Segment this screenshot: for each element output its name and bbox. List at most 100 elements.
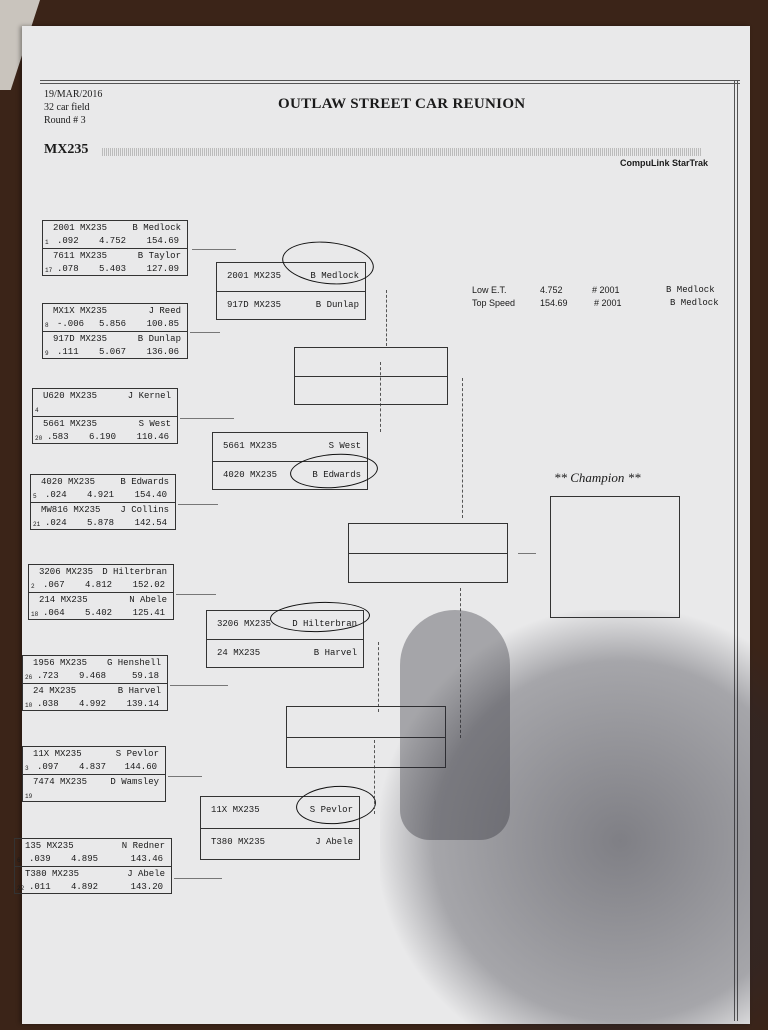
- semifinal-box-2: [286, 706, 446, 768]
- reaction-time: -.006: [57, 319, 85, 329]
- bracket-line: [176, 594, 216, 595]
- elapsed-time: 5.402: [85, 608, 113, 618]
- speed-mph: 139.14: [126, 699, 159, 709]
- reaction-time: .092: [57, 236, 79, 246]
- lane-top: 3206 MX235 D Hilterbran: [207, 611, 363, 640]
- semifinal-box-1: [294, 347, 448, 405]
- car-number: 11X MX235: [211, 805, 260, 815]
- round2-pair-3: 3206 MX235 D Hilterbran 24 MX235 B Harvel: [206, 610, 364, 668]
- bracket-dash: [462, 378, 463, 518]
- car-number: 24 MX235: [33, 686, 77, 696]
- event-title: OUTLAW STREET CAR REUNION: [278, 96, 526, 112]
- driver-name: S West: [138, 419, 171, 429]
- lane-number: 2: [31, 583, 35, 590]
- reaction-time: .039: [29, 854, 51, 864]
- driver-name: B Medlock: [310, 271, 359, 281]
- bracket-line: [174, 878, 222, 879]
- bracket-dash: [460, 588, 461, 738]
- bracket-line: [170, 685, 228, 686]
- elapsed-time: 5.878: [87, 518, 115, 528]
- top-speed-driver: B Medlock: [670, 298, 719, 308]
- speed-mph: 59.18: [131, 671, 159, 681]
- bracket-dash: [380, 362, 381, 432]
- elapsed-time: 6.190: [89, 432, 117, 442]
- driver-name: G Henshell: [106, 658, 161, 668]
- speed-mph: 100.85: [146, 319, 179, 329]
- driver-name: B Dunlap: [137, 334, 181, 344]
- reaction-time: .723: [37, 671, 59, 681]
- lane-top: 11X MX235 S Pevlor: [201, 797, 359, 826]
- lane-divider: [349, 553, 507, 554]
- field-size: 32 car field: [44, 102, 90, 113]
- car-number: 3206 MX235: [217, 619, 272, 629]
- lane-number: 6: [17, 857, 21, 864]
- speed-mph: 143.20: [130, 882, 163, 892]
- driver-name: B Harvel: [313, 648, 357, 658]
- reaction-time: .067: [43, 580, 65, 590]
- driver-name: N Redner: [121, 841, 165, 851]
- low-et-value: 4.752: [540, 285, 563, 295]
- driver-name: J Abele: [315, 837, 353, 847]
- car-number: 24 MX235: [217, 648, 261, 658]
- lane-number: 21: [33, 521, 41, 528]
- driver-name: J Abele: [127, 869, 165, 879]
- bracket-line: [190, 332, 220, 333]
- class-header-bar: [102, 148, 702, 156]
- lane-number: 4: [35, 407, 39, 414]
- driver-name: S Pevlor: [115, 749, 159, 759]
- round-number: Round # 3: [44, 115, 86, 126]
- driver-name: B Edwards: [120, 477, 169, 487]
- driver-name: B Edwards: [312, 470, 361, 480]
- reaction-time: .024: [45, 490, 67, 500]
- class-name: MX235: [44, 142, 89, 157]
- lane-number: 20: [35, 435, 43, 442]
- car-number: 3206 MX235: [39, 567, 94, 577]
- lane-number: 3: [25, 765, 29, 772]
- lane-bottom: 24 MX235 B Harvel: [207, 639, 363, 669]
- page-border-right: [734, 81, 738, 1021]
- speed-mph: 110.46: [136, 432, 169, 442]
- elapsed-time: 4.837: [79, 762, 107, 772]
- top-speed-label: Top Speed: [472, 298, 516, 308]
- elapsed-time: 5.856: [99, 319, 127, 329]
- lane-number: 5: [33, 493, 37, 500]
- driver-name: D Hilterbran: [102, 567, 167, 577]
- reaction-time: .064: [43, 608, 65, 618]
- car-number: 2001 MX235: [227, 271, 282, 281]
- driver-name: S Pevlor: [309, 805, 353, 815]
- lane-number: 26: [25, 674, 33, 681]
- bracket-line: [518, 553, 536, 554]
- car-number: 5661 MX235: [43, 419, 98, 429]
- final-box: [348, 523, 508, 583]
- bracket-line: [168, 776, 202, 777]
- champion-box: [550, 496, 680, 618]
- elapsed-time: 5.067: [99, 347, 127, 357]
- car-number: 135 MX235: [25, 841, 74, 851]
- race-date: 19/MAR/2016: [44, 89, 103, 100]
- reaction-time: .111: [57, 347, 79, 357]
- reaction-time: .038: [37, 699, 59, 709]
- driver-name: D Hilterbran: [292, 619, 357, 629]
- bracket-dash: [374, 740, 375, 814]
- lane-number: 1: [45, 239, 49, 246]
- low-et-car: # 2001: [592, 285, 620, 295]
- lane-number: 17: [45, 267, 53, 274]
- car-number: 7474 MX235: [33, 777, 88, 787]
- bracket-line: [178, 504, 218, 505]
- speed-mph: 154.40: [134, 490, 167, 500]
- speed-mph: 144.60: [124, 762, 157, 772]
